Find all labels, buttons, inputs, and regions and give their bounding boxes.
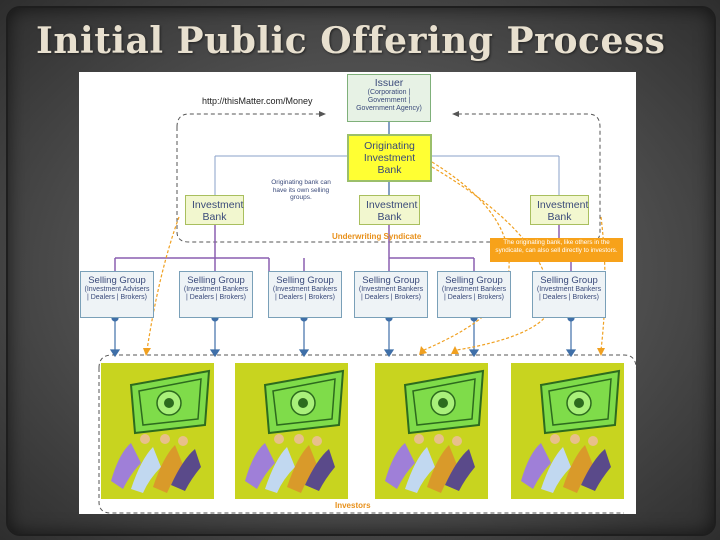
selling-group-detail: (Investment Bankers | Dealers | Brokers): [441, 286, 507, 301]
money-people-icon: [111, 369, 211, 493]
selling-group-title: Selling Group: [362, 275, 420, 286]
originating-note: Originating bank can have its own sellin…: [271, 179, 331, 201]
originating-bank-title: Originating Investment Bank: [363, 140, 416, 176]
slide-title: Initial Public Offering Process: [36, 20, 666, 62]
selling-group-title: Selling Group: [445, 275, 503, 286]
originating-bank-box: Originating Investment Bank: [347, 134, 432, 182]
money-people-icon: [385, 369, 485, 493]
investment-bank-title: Investment Bank: [537, 199, 589, 223]
investment-bank-title: Investment Bank: [366, 199, 418, 223]
investor-image: [375, 363, 488, 499]
investment-bank-box: Investment Bank: [359, 195, 420, 225]
investment-bank-box: Investment Bank: [530, 195, 589, 225]
selling-group-detail: (Investment Bankers | Dealers | Brokers): [536, 286, 602, 301]
investors-label: Investors: [335, 501, 371, 510]
selling-group-detail: (Investment Bankers | Dealers | Brokers): [183, 286, 249, 301]
selling-group-box: Selling Group (Investment Bankers | Deal…: [354, 271, 428, 318]
investment-bank-title: Investment Bank: [192, 199, 244, 223]
selling-group-detail: (Investment Bankers | Dealers | Brokers): [358, 286, 424, 301]
selling-group-title: Selling Group: [276, 275, 334, 286]
source-url: http://thisMatter.com/Money: [202, 96, 313, 106]
selling-group-box: Selling Group (Investment Bankers | Deal…: [437, 271, 511, 318]
selling-group-title: Selling Group: [88, 275, 146, 286]
investor-image: [101, 363, 214, 499]
selling-group-box: Selling Group (Investment Bankers | Deal…: [268, 271, 342, 318]
money-people-icon: [245, 369, 345, 493]
issuer-title: Issuer: [374, 77, 404, 89]
underwriting-syndicate-label: Underwriting Syndicate: [332, 232, 422, 241]
issuer-box: Issuer (Corporation | Government | Gover…: [347, 74, 431, 122]
investor-image: [511, 363, 624, 499]
investor-image: [235, 363, 348, 499]
selling-group-box: Selling Group (Investment Advisers | Dea…: [80, 271, 154, 318]
money-people-icon: [521, 369, 621, 493]
orange-note: The originating bank, like others in the…: [490, 238, 623, 262]
slide-frame: [6, 6, 716, 536]
selling-group-detail: (Investment Advisers | Dealers | Brokers…: [84, 286, 150, 301]
selling-group-title: Selling Group: [540, 275, 598, 286]
selling-group-detail: (Investment Bankers | Dealers | Brokers): [272, 286, 338, 301]
selling-group-title: Selling Group: [187, 275, 245, 286]
issuer-detail: (Corporation | Government | Government A…: [356, 89, 422, 112]
ipo-diagram: http://thisMatter.com/Money Issuer (Corp…: [79, 72, 636, 514]
selling-group-box: Selling Group (Investment Bankers | Deal…: [179, 271, 253, 318]
selling-group-box: Selling Group (Investment Bankers | Deal…: [532, 271, 606, 318]
investment-bank-box: Investment Bank: [185, 195, 244, 225]
